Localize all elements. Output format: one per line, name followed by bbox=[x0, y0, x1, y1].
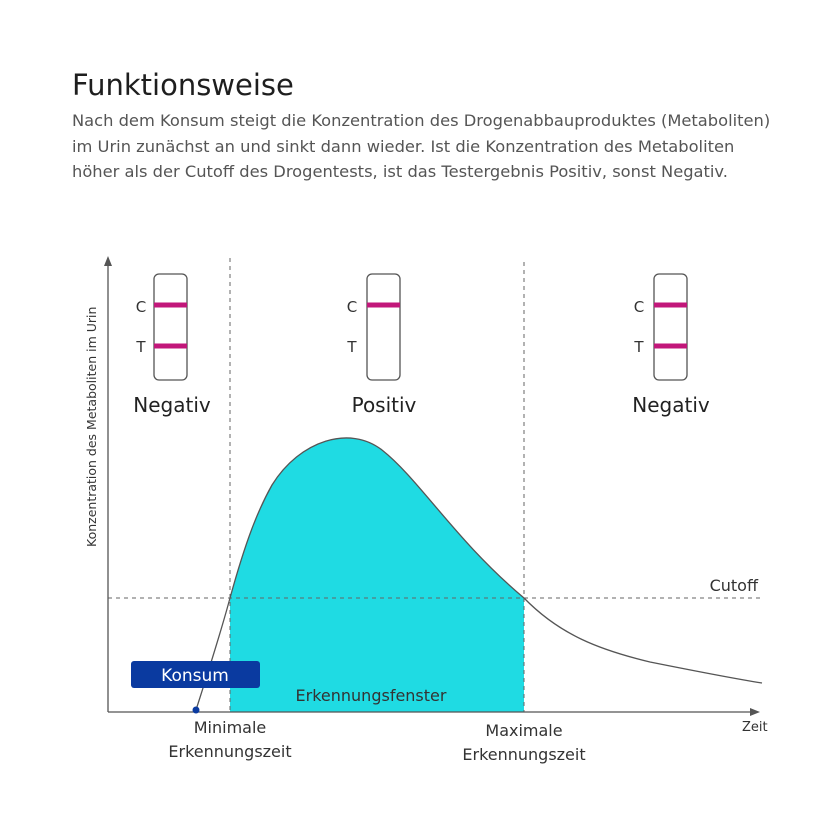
detection-window-label: Erkennungsfenster bbox=[296, 686, 447, 705]
cutoff-label: Cutoff bbox=[710, 576, 759, 595]
test-label: T bbox=[135, 338, 146, 356]
min-detection-label-line2: Erkennungszeit bbox=[168, 742, 291, 761]
zone-result-label: Positiv bbox=[352, 393, 417, 417]
test-strip-zone-1: C T Negativ bbox=[133, 273, 211, 417]
strip-body bbox=[653, 273, 688, 381]
max-detection-label-line1: Maximale bbox=[485, 721, 562, 740]
concentration-curve bbox=[195, 437, 763, 711]
detection-window-area bbox=[230, 437, 524, 712]
control-label: C bbox=[347, 298, 357, 316]
x-axis-arrow bbox=[750, 708, 760, 716]
test-strip-zone-3: C T Negativ bbox=[632, 273, 710, 417]
control-label: C bbox=[136, 298, 146, 316]
zone-result-label: Negativ bbox=[133, 393, 211, 417]
min-detection-label-line1: Minimale bbox=[194, 718, 267, 737]
zone-result-label: Negativ bbox=[632, 393, 710, 417]
test-label: T bbox=[346, 338, 357, 356]
page-title: Funktionsweise bbox=[72, 68, 294, 102]
consumption-label: Konsum bbox=[161, 666, 229, 686]
y-axis-arrow bbox=[104, 256, 112, 266]
consumption-box bbox=[131, 661, 260, 688]
test-label: T bbox=[633, 338, 644, 356]
x-axis-label: Zeit bbox=[742, 720, 768, 735]
description-text: Nach dem Konsum steigt die Konzentration… bbox=[72, 111, 771, 181]
y-axis-label: Konzentration des Metaboliten im Urin bbox=[84, 307, 99, 547]
test-strip-zone-2: C T Positiv bbox=[346, 273, 417, 417]
strip-body bbox=[366, 273, 401, 381]
consumption-point bbox=[192, 706, 200, 714]
strip-body bbox=[153, 273, 188, 381]
control-label: C bbox=[634, 298, 644, 316]
max-detection-label-line2: Erkennungszeit bbox=[462, 745, 585, 764]
